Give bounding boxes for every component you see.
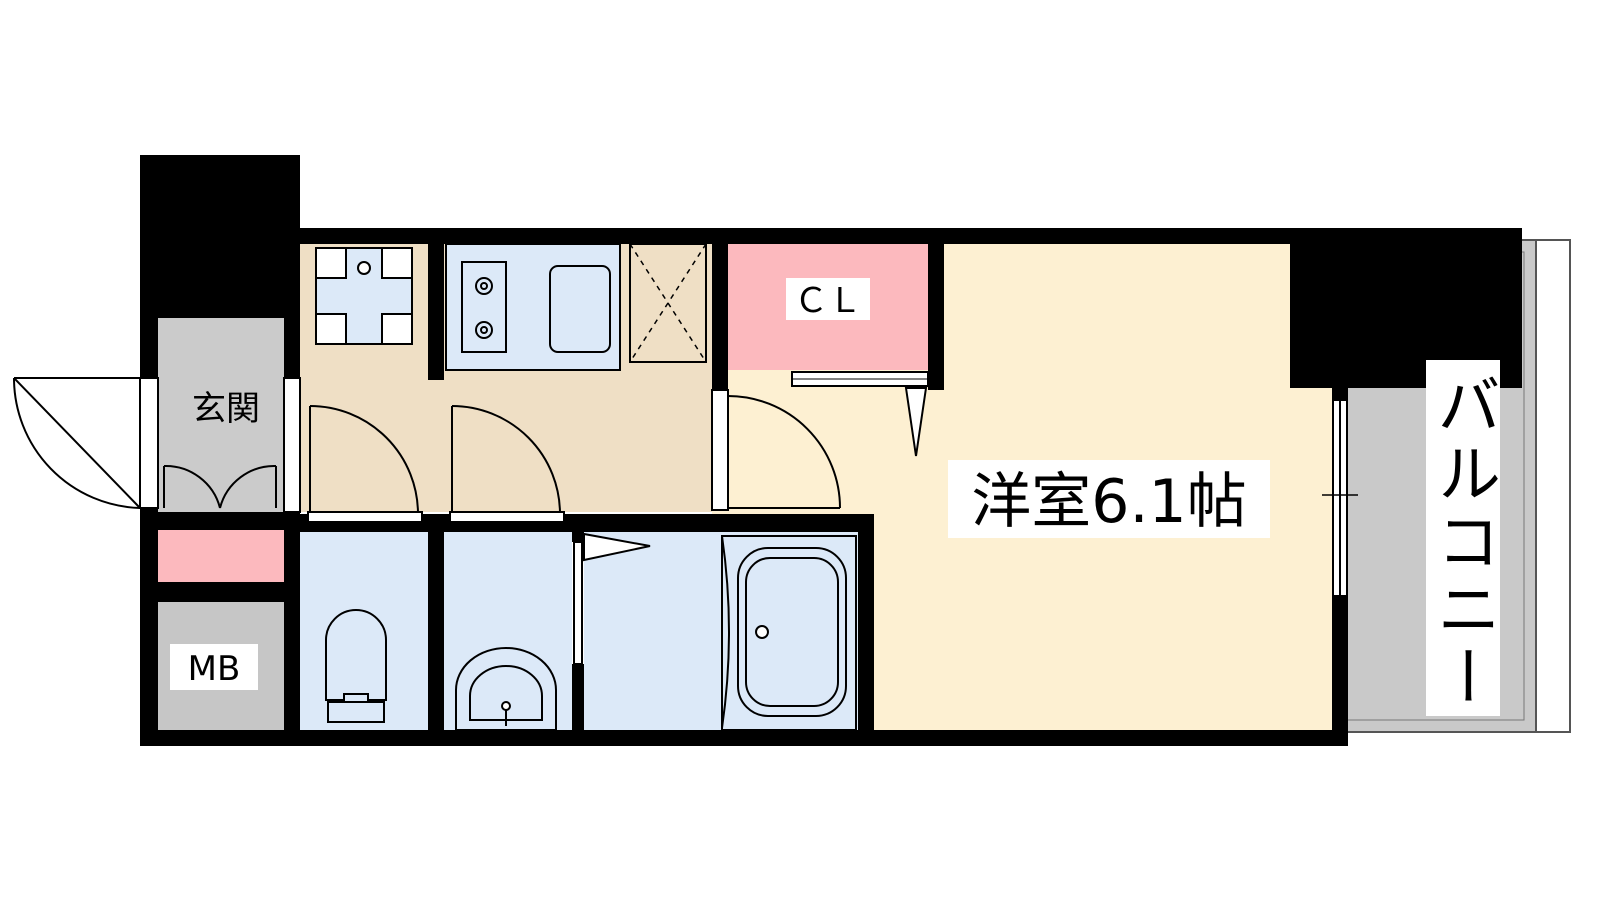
balcony-rail — [1535, 239, 1571, 733]
entrance-right-opening — [283, 377, 301, 513]
toilet-door[interactable] — [307, 405, 423, 523]
closet-label: ＣＬ — [794, 281, 862, 321]
stove-burner-icon — [475, 277, 493, 339]
shoe-cabinet-doors[interactable] — [163, 464, 277, 509]
refrigerator-icon — [315, 247, 413, 345]
meter-box-label: MB — [188, 649, 241, 689]
washroom-door[interactable] — [449, 405, 565, 523]
western-room-label: 洋室6.1帖 — [971, 467, 1246, 537]
toilet-icon — [325, 609, 387, 723]
entrance-door[interactable] — [13, 377, 159, 509]
entrance-floor — [158, 318, 284, 512]
closet-door-swing[interactable] — [904, 387, 928, 457]
bathroom-door[interactable] — [573, 532, 651, 665]
balcony-label: バルコニー — [1426, 372, 1500, 712]
shoe-box — [158, 530, 284, 582]
walls — [140, 155, 1522, 746]
kitchen-counter — [445, 243, 621, 371]
washbasin-icon — [455, 647, 557, 731]
bathtub-icon — [721, 535, 857, 731]
washing-machine-space — [629, 243, 707, 363]
western-room-door[interactable] — [711, 389, 841, 511]
balcony-window — [1322, 399, 1358, 597]
entrance-label: 玄関 — [192, 389, 260, 429]
